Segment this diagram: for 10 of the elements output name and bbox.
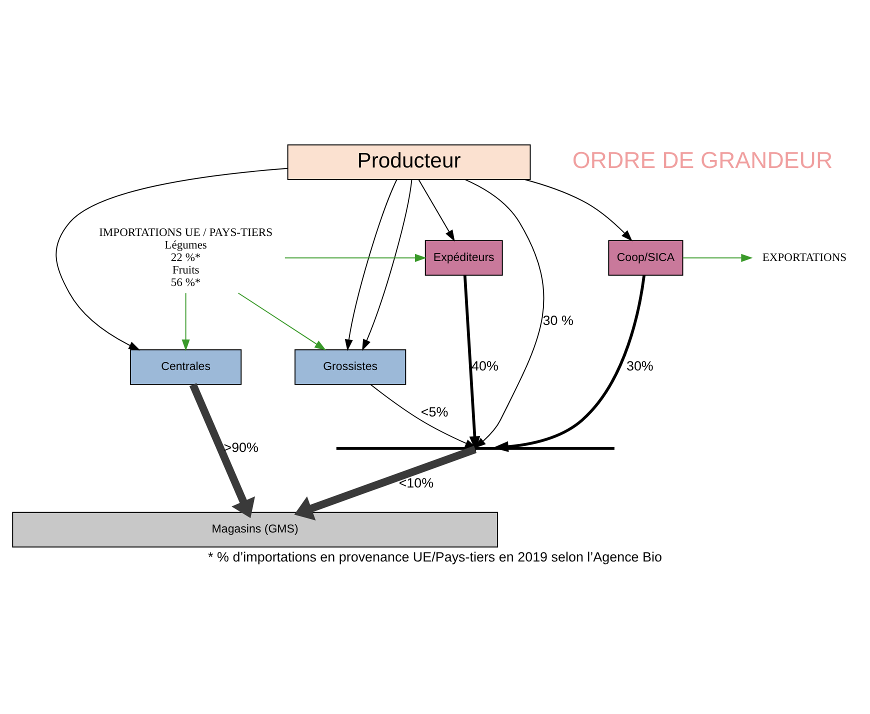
edge-label: 40% [472, 358, 498, 374]
edge-label: <10% [398, 476, 434, 491]
edge-label: <5% [420, 404, 448, 420]
caption: * % d’importations en provenance UE/Pays-tiers en 2019 selon l’Agence Bio [208, 550, 662, 565]
node-text: IMPORTATIONS UE / PAYS-TIERS Légumes 22 %* Fruits 56 %* [99, 226, 273, 289]
label: ORDRE DE GRANDEUR [572, 147, 833, 174]
edge-label: >90% [224, 440, 259, 455]
edge-label: 30 % [542, 312, 574, 328]
edge-label: 30% [626, 358, 654, 374]
node-text: EXPORTATIONS [762, 252, 847, 264]
